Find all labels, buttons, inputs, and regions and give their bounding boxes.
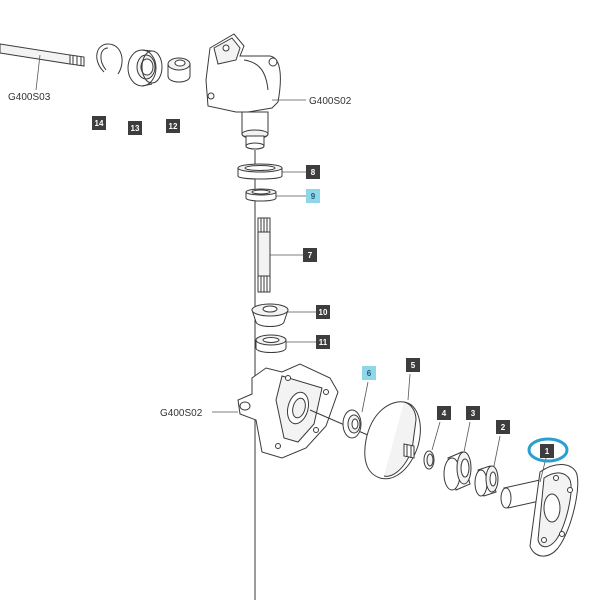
part-7-vertical-shaft[interactable] <box>257 217 271 293</box>
part-5-flange-cover[interactable] <box>364 401 421 480</box>
callout-14[interactable]: 14 <box>92 116 106 130</box>
callout-box <box>128 121 142 135</box>
leader-6 <box>361 381 369 413</box>
part-2-spacer[interactable] <box>474 465 499 497</box>
leader-3 <box>463 421 471 453</box>
callout-8[interactable]: 8 <box>306 165 320 179</box>
callout-number: 9 <box>311 192 316 201</box>
callout-10[interactable]: 10 <box>316 305 330 319</box>
part-1-output-hub[interactable] <box>500 464 579 557</box>
part-3-bearing[interactable] <box>443 451 472 491</box>
part-10-bevel-gear[interactable] <box>251 303 289 327</box>
callout-13[interactable]: 13 <box>128 121 142 135</box>
callout-box <box>362 366 376 380</box>
callout-box <box>306 165 320 179</box>
part-4-small-ring[interactable] <box>423 450 435 470</box>
callout-number: 4 <box>442 409 447 418</box>
selection-ring <box>527 437 569 463</box>
upper-gear-housing[interactable] <box>205 33 281 600</box>
callout-box <box>466 406 480 420</box>
callout-box <box>316 305 330 319</box>
callout-number: 5 <box>411 361 416 370</box>
callout-9[interactable]: 9 <box>306 189 320 203</box>
callout-number: 12 <box>169 122 178 131</box>
callout-3[interactable]: 3 <box>466 406 480 420</box>
part-6-bearing[interactable] <box>342 409 362 439</box>
callout-box <box>540 444 554 458</box>
leader-2 <box>493 435 501 467</box>
callout-number: 8 <box>311 168 316 177</box>
callout-number: 1 <box>545 447 550 456</box>
callout-1[interactable]: 1 <box>540 444 554 458</box>
callout-box <box>316 335 330 349</box>
callout-box <box>303 248 317 262</box>
callout-2[interactable]: 2 <box>496 420 510 434</box>
lower-housing-ref-label: G400S02 <box>160 408 203 419</box>
part-13-bearing[interactable] <box>127 49 163 87</box>
callout-6[interactable]: 6 <box>362 366 376 380</box>
leader-4 <box>431 421 441 451</box>
leader-5 <box>407 373 411 401</box>
drive-shaft-part[interactable] <box>0 43 85 67</box>
callout-number: 2 <box>501 423 506 432</box>
callout-box <box>496 420 510 434</box>
callout-number: 13 <box>131 124 140 133</box>
callout-number: 11 <box>319 338 328 347</box>
callout-box <box>92 116 106 130</box>
shaft-ref-label: G400S03 <box>8 92 51 103</box>
callout-box <box>306 189 320 203</box>
callout-7[interactable]: 7 <box>303 248 317 262</box>
upper-housing-ref-label: G400S02 <box>309 96 352 107</box>
part-11-bearing[interactable] <box>255 334 287 353</box>
callout-number: 7 <box>308 251 313 260</box>
part-8-ring[interactable] <box>237 163 283 180</box>
callout-number: 6 <box>367 369 372 378</box>
callout-5[interactable]: 5 <box>406 358 420 372</box>
part-12-collar[interactable] <box>167 57 191 83</box>
callout-number: 14 <box>95 119 104 128</box>
leader-shaft <box>35 54 41 91</box>
callout-box <box>406 358 420 372</box>
callout-11[interactable]: 11 <box>316 335 330 349</box>
callout-number: 3 <box>471 409 476 418</box>
part-14-snap-ring[interactable] <box>96 43 123 75</box>
callout-number: 10 <box>319 308 328 317</box>
callout-4[interactable]: 4 <box>437 406 451 420</box>
callout-box <box>437 406 451 420</box>
callout-box <box>166 119 180 133</box>
callout-12[interactable]: 12 <box>166 119 180 133</box>
part-9-shim[interactable] <box>245 188 277 202</box>
